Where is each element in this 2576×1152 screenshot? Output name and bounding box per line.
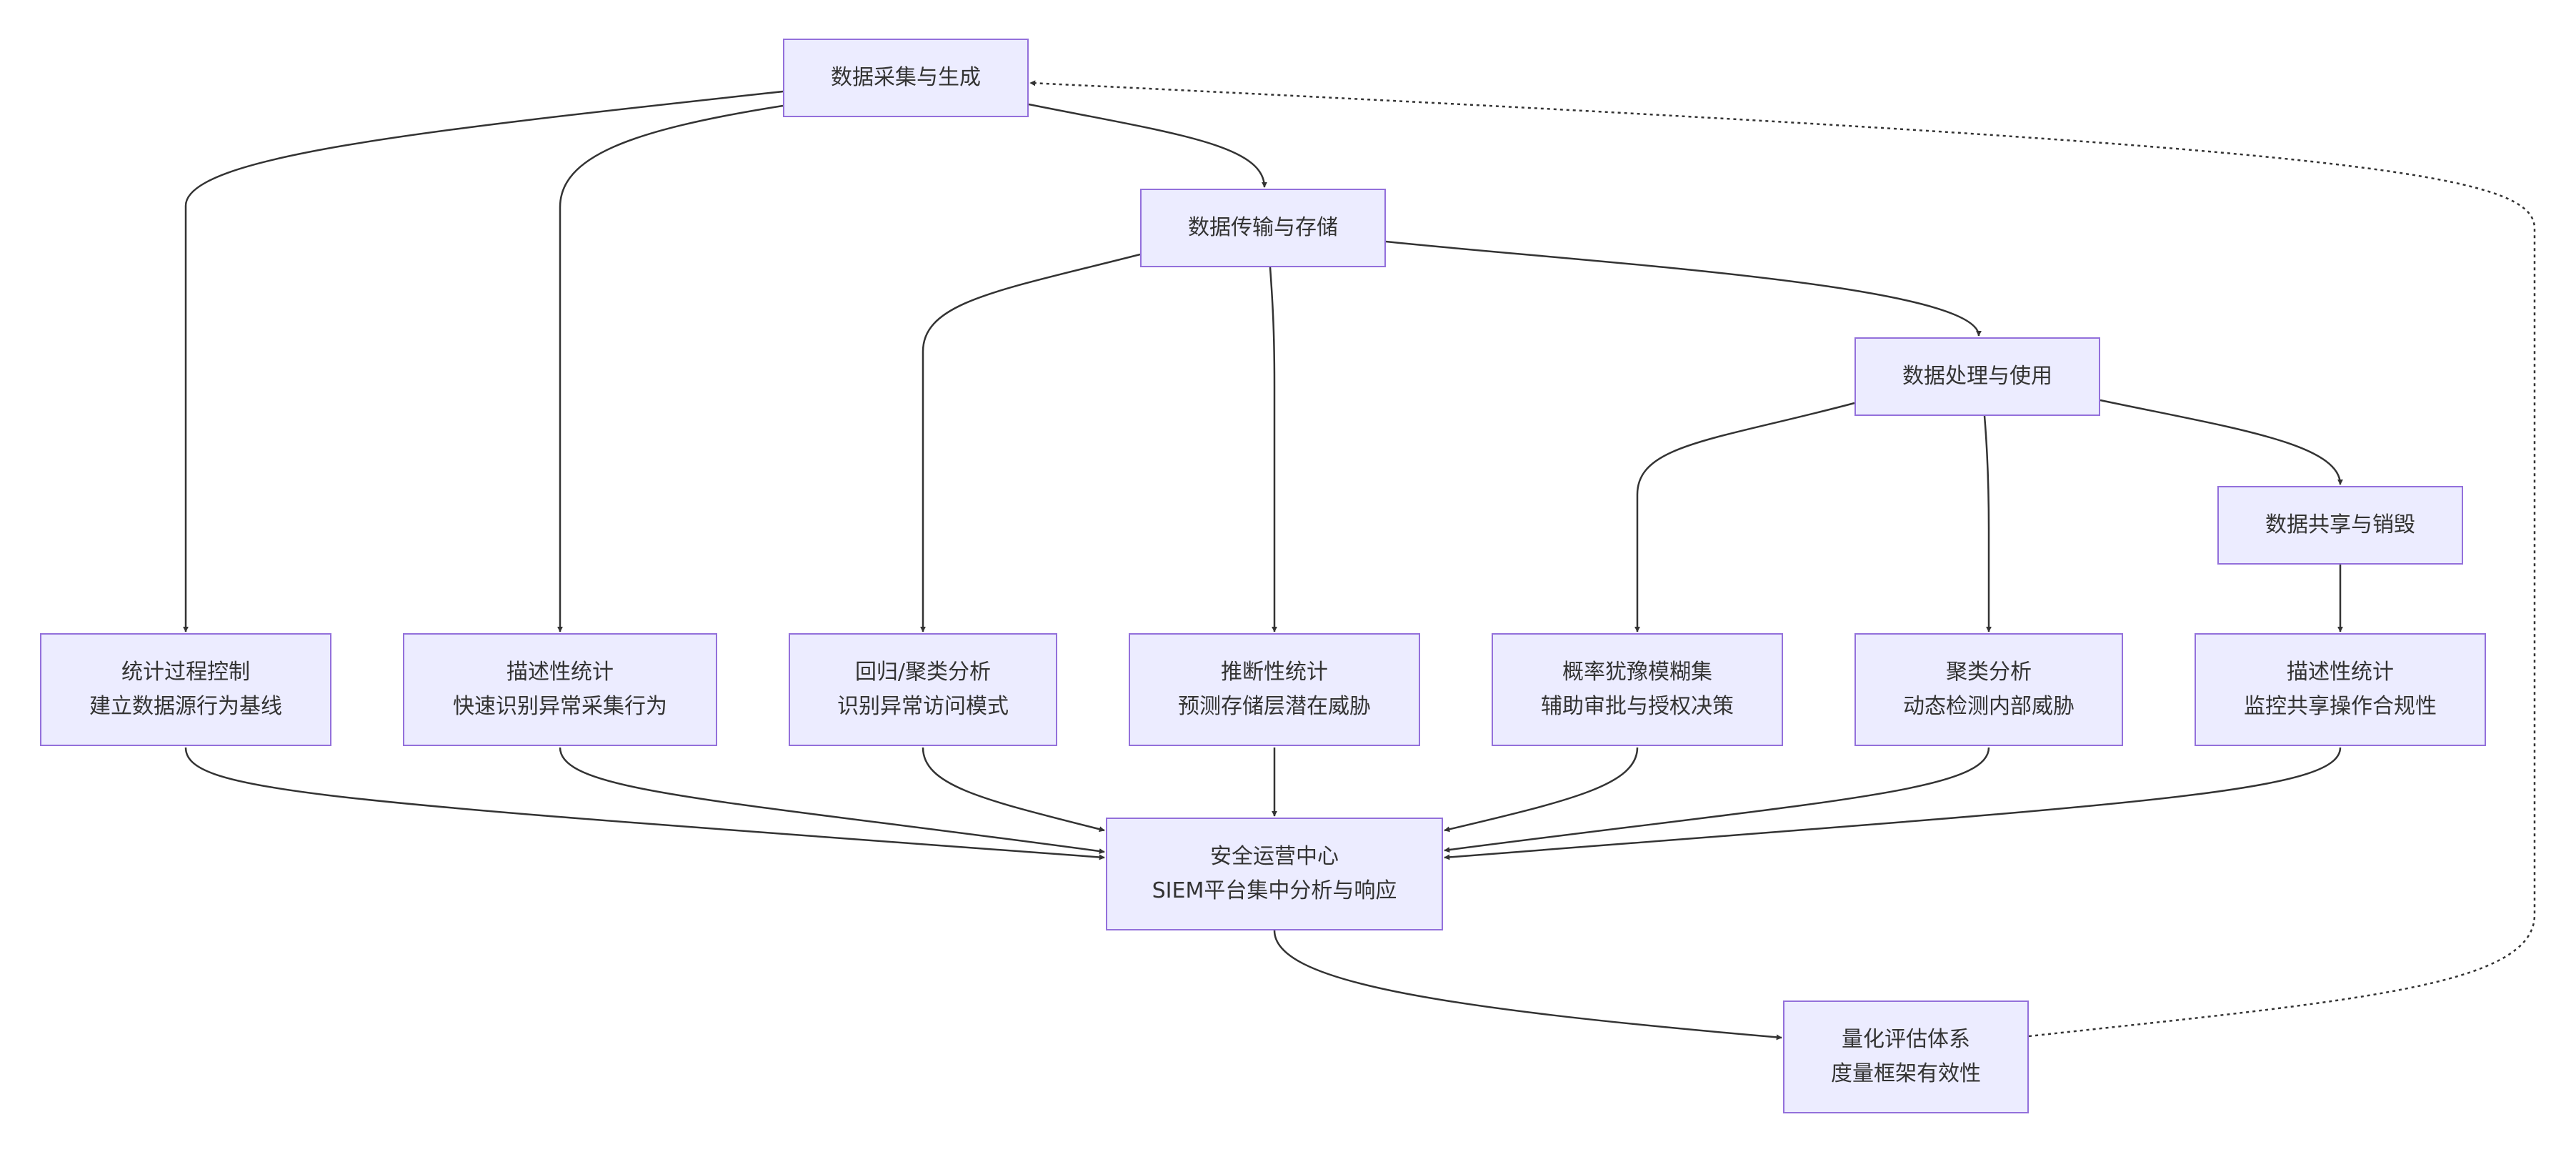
node-subtitle: 辅助审批与授权决策: [1541, 694, 1734, 719]
node-quantitative-evaluation-system: 量化评估体系 度量框架有效性: [1783, 1000, 2029, 1113]
node-subtitle: 度量框架有效性: [1831, 1061, 1981, 1086]
node-label: 数据共享与销毁: [2265, 512, 2415, 537]
edge-process-to-share: [2100, 399, 2343, 485]
node-subtitle: 快速识别异常采集行为: [453, 694, 667, 719]
node-subtitle: 监控共享操作合规性: [2244, 694, 2437, 719]
edge-soc-to-eval: [1273, 930, 1782, 1041]
node-title: 回归/聚类分析: [854, 660, 992, 685]
node-subtitle: 动态检测内部威胁: [1903, 694, 2075, 719]
node-subtitle: 建立数据源行为基线: [89, 694, 282, 719]
node-regression-cluster-analysis: 回归/聚类分析 识别异常访问模式: [789, 633, 1057, 746]
edge-cluster-to-soc: [1444, 747, 1990, 853]
edge-transfer-to-regress: [920, 253, 1141, 632]
node-subtitle: SIEM平台集中分析与响应: [1152, 878, 1397, 903]
node-title: 概率犹豫模糊集: [1562, 660, 1712, 685]
node-subtitle: 识别异常访问模式: [837, 694, 1009, 719]
edge-fuzzy-to-soc: [1444, 747, 1639, 833]
edge-spc-to-soc: [184, 747, 1105, 860]
edge-collect-to-desc1: [557, 104, 784, 632]
node-subtitle: 预测存储层潜在威胁: [1178, 694, 1371, 719]
node-title: 聚类分析: [1946, 660, 2032, 685]
node-label: 数据采集与生成: [831, 65, 981, 90]
node-title: 描述性统计: [2287, 660, 2394, 685]
node-probabilistic-hesitant-fuzzy-set: 概率犹豫模糊集 辅助审批与授权决策: [1492, 633, 1783, 746]
node-data-collection: 数据采集与生成: [783, 39, 1029, 117]
node-descriptive-statistics-collection: 描述性统计 快速识别异常采集行为: [403, 633, 717, 746]
node-data-processing-use: 数据处理与使用: [1854, 337, 2100, 416]
node-data-sharing-destruction: 数据共享与销毁: [2217, 486, 2463, 565]
node-title: 描述性统计: [506, 660, 614, 685]
node-title: 量化评估体系: [1842, 1027, 1970, 1052]
node-label: 数据处理与使用: [1902, 364, 2052, 389]
node-data-transfer-storage: 数据传输与存储: [1140, 189, 1386, 267]
edge-collect-to-spc: [183, 90, 784, 632]
node-statistical-process-control: 统计过程控制 建立数据源行为基线: [40, 633, 331, 746]
node-cluster-analysis: 聚类分析 动态检测内部威胁: [1854, 633, 2123, 746]
node-label: 数据传输与存储: [1188, 215, 1338, 240]
node-title: 统计过程控制: [121, 660, 250, 685]
edge-eval-to-collect: [1029, 80, 2536, 1038]
node-title: 推断性统计: [1221, 660, 1328, 685]
edge-regress-to-soc: [922, 747, 1105, 833]
edge-transfer-to-infer: [1269, 267, 1277, 632]
edge-desc2-to-soc: [1444, 747, 2342, 860]
node-inferential-statistics: 推断性统计 预测存储层潜在威胁: [1129, 633, 1420, 746]
edge-process-to-fuzzy: [1634, 402, 1855, 632]
node-title: 安全运营中心: [1210, 844, 1339, 869]
edge-desc1-to-soc: [559, 747, 1105, 854]
edge-transfer-to-process: [1385, 240, 1982, 337]
edge-collect-to-transfer: [1028, 103, 1267, 188]
node-security-operations-center: 安全运营中心 SIEM平台集中分析与响应: [1106, 818, 1443, 930]
node-descriptive-statistics-sharing: 描述性统计 监控共享操作合规性: [2195, 633, 2486, 746]
edge-process-to-cluster: [1983, 415, 1992, 632]
